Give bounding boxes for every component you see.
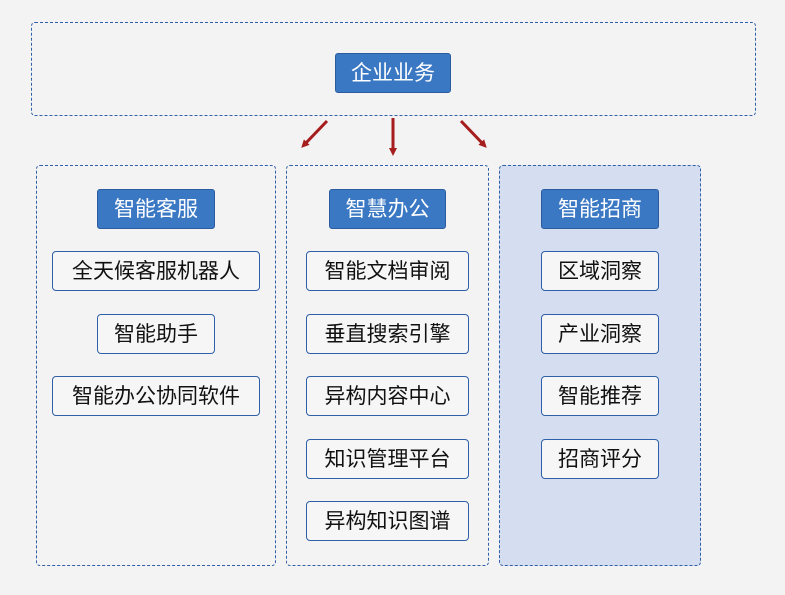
list-item[interactable]: 智能办公协同软件 xyxy=(52,376,260,416)
list-item[interactable]: 全天候客服机器人 xyxy=(52,251,260,291)
column-header-smart-office[interactable]: 智慧办公 xyxy=(329,189,446,229)
column-panel-investment xyxy=(499,165,701,566)
column-header-investment[interactable]: 智能招商 xyxy=(541,189,659,229)
list-item[interactable]: 异构知识图谱 xyxy=(306,501,469,541)
list-item[interactable]: 产业洞察 xyxy=(541,314,659,354)
arrow-right xyxy=(459,119,487,148)
list-item[interactable]: 智能文档审阅 xyxy=(306,251,469,291)
column-panel-customer-service xyxy=(36,165,276,566)
top-panel xyxy=(31,22,756,116)
column-header-customer-service[interactable]: 智能客服 xyxy=(97,189,215,229)
list-item[interactable]: 区域洞察 xyxy=(541,251,659,291)
column-panel-smart-office xyxy=(286,165,489,566)
list-item[interactable]: 异构内容中心 xyxy=(306,376,469,416)
list-item[interactable]: 垂直搜索引擎 xyxy=(306,314,469,354)
list-item[interactable]: 招商评分 xyxy=(541,439,659,479)
root-node[interactable]: 企业业务 xyxy=(335,53,451,93)
arrow-left xyxy=(301,119,329,148)
list-item[interactable]: 知识管理平台 xyxy=(306,439,469,479)
list-item[interactable]: 智能助手 xyxy=(97,314,215,354)
list-item[interactable]: 智能推荐 xyxy=(541,376,659,416)
